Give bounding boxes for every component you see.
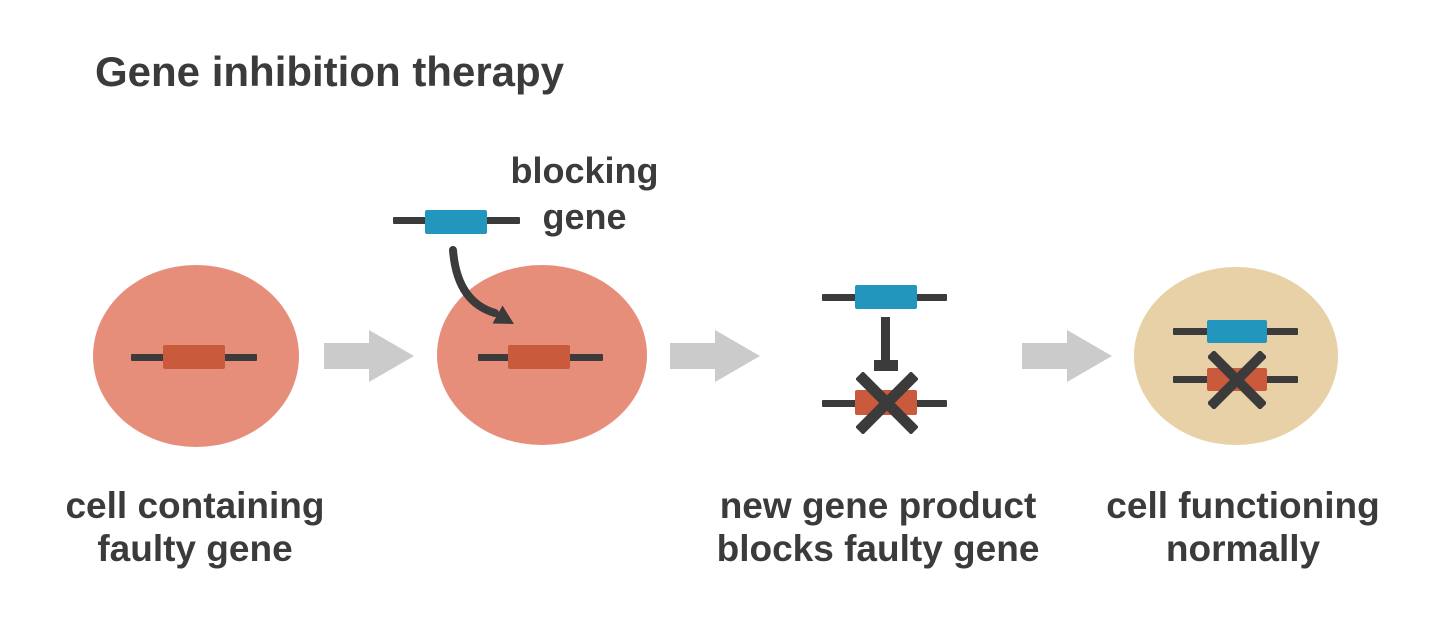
caption-inhibition: new gene product blocks faulty gene bbox=[698, 484, 1058, 570]
caption-line: new gene product bbox=[719, 485, 1037, 526]
arrow-right-icon bbox=[670, 330, 760, 382]
caption-line: cell functioning bbox=[1106, 485, 1380, 526]
faulty-gene-box bbox=[508, 345, 570, 369]
caption-line: blocks faulty gene bbox=[716, 528, 1040, 569]
cross-icon bbox=[1208, 351, 1266, 409]
arrow-right-icon bbox=[1022, 330, 1112, 382]
faulty-gene-box bbox=[163, 345, 225, 369]
curved-arrow-icon bbox=[449, 246, 514, 324]
caption-line: cell containing bbox=[65, 485, 325, 526]
caption-cell-normal: cell functioning normally bbox=[1093, 484, 1393, 570]
caption-line: faulty gene bbox=[97, 528, 293, 569]
arrow-right-icon bbox=[324, 330, 414, 382]
blocking-gene-label: blocking gene bbox=[510, 150, 659, 237]
inhibition-tbar-foot bbox=[874, 360, 898, 371]
cross-icon bbox=[856, 372, 918, 434]
inhibition-tbar-icon bbox=[881, 317, 890, 362]
blocking-gene-box bbox=[855, 285, 917, 309]
diagram-title: Gene inhibition therapy bbox=[95, 48, 565, 95]
blocking-gene-box bbox=[425, 210, 487, 234]
caption-line: normally bbox=[1165, 528, 1321, 569]
caption-cell-faulty: cell containing faulty gene bbox=[45, 484, 345, 570]
blocking-gene-box bbox=[1207, 320, 1267, 343]
cell-normal bbox=[1134, 267, 1338, 445]
